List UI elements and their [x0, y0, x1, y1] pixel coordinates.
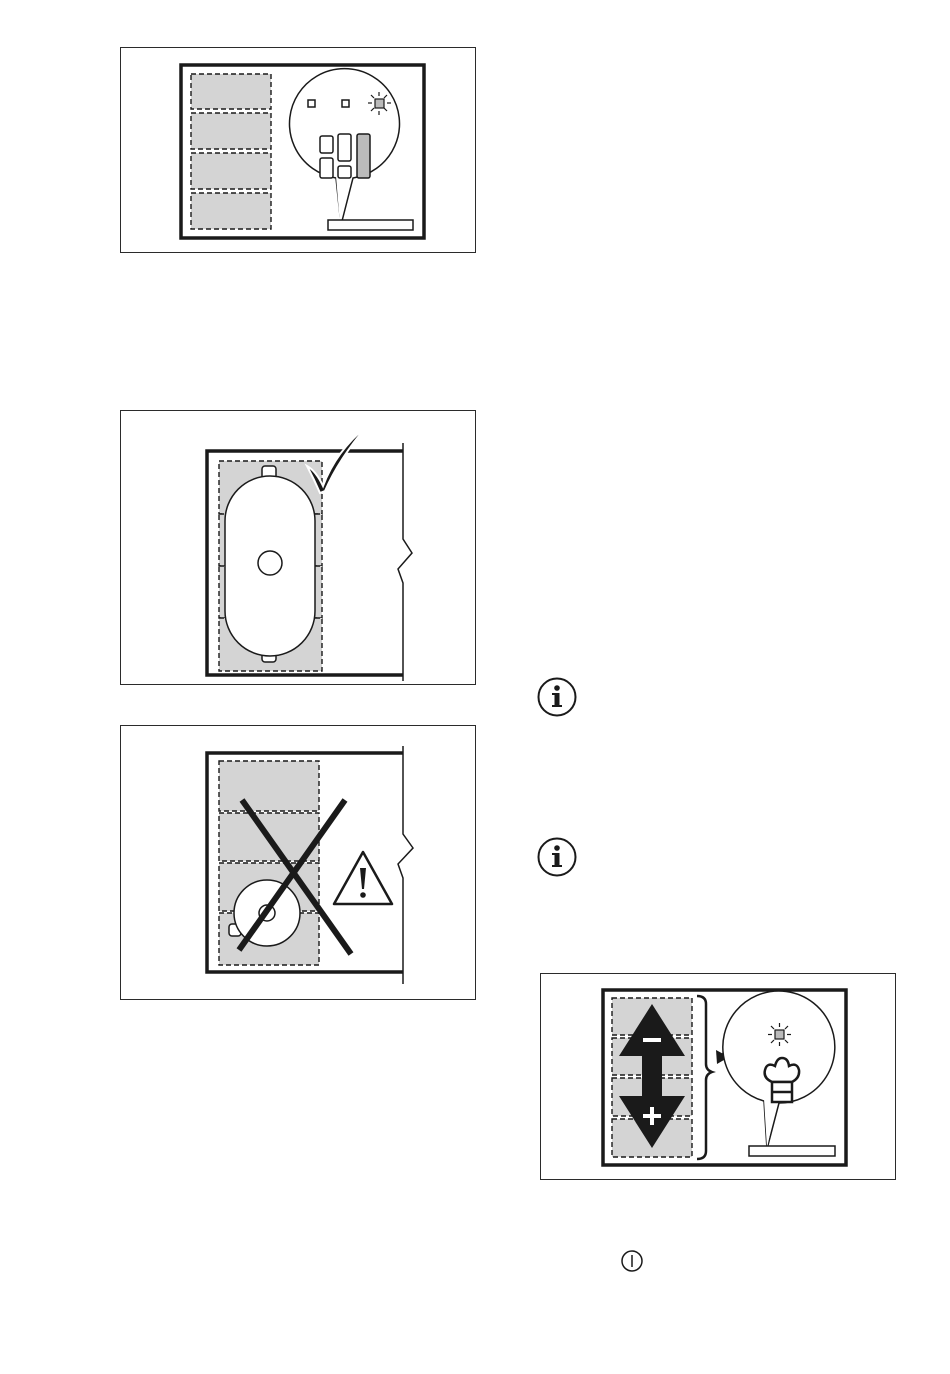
minus-icon	[643, 1038, 661, 1042]
figure-incorrect-placement	[120, 725, 476, 1000]
heat-adjustment-illustration	[541, 974, 897, 1181]
correct-placement-illustration	[121, 411, 477, 686]
power-icon	[620, 1249, 644, 1273]
info-icon	[536, 676, 578, 718]
figure-zone-display	[120, 47, 476, 253]
hob-display-illustration	[121, 48, 477, 254]
incorrect-placement-illustration	[121, 726, 477, 1001]
figure-heat-adjustment	[540, 973, 896, 1180]
info-icon	[536, 836, 578, 878]
figure-correct-placement	[120, 410, 476, 685]
active-indicator	[768, 1023, 791, 1046]
oval-pan	[225, 466, 315, 662]
